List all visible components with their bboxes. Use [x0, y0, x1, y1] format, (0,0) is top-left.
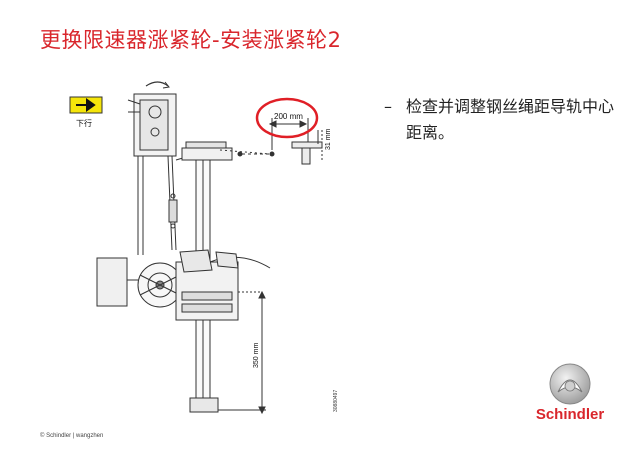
bullet-point: – 检查并调整钢丝绳距导轨中心距离。	[384, 94, 624, 146]
direction-label: 下行	[76, 118, 92, 128]
footer-copyright: © Schindler | wangzhen	[40, 433, 104, 439]
schindler-wordmark: Schindler	[535, 406, 605, 423]
schindler-emblem-icon	[549, 363, 591, 405]
schindler-logo: Schindler	[530, 362, 610, 428]
slide-title: 更换限速器涨紧轮-安装涨紧轮2	[40, 28, 342, 52]
highlight-circle	[255, 97, 319, 139]
dimension-200-label: 200 mm	[274, 112, 303, 121]
dimension-350-label: 350 mm	[253, 343, 260, 368]
bullet-dash: –	[384, 97, 392, 116]
drawing-code: 30880497	[333, 390, 339, 412]
direction-arrow-icon	[76, 98, 96, 112]
dimension-31-label: 31 mm	[325, 128, 332, 150]
bullet-text: 检查并调整钢丝绳距导轨中心距离。	[406, 97, 615, 142]
